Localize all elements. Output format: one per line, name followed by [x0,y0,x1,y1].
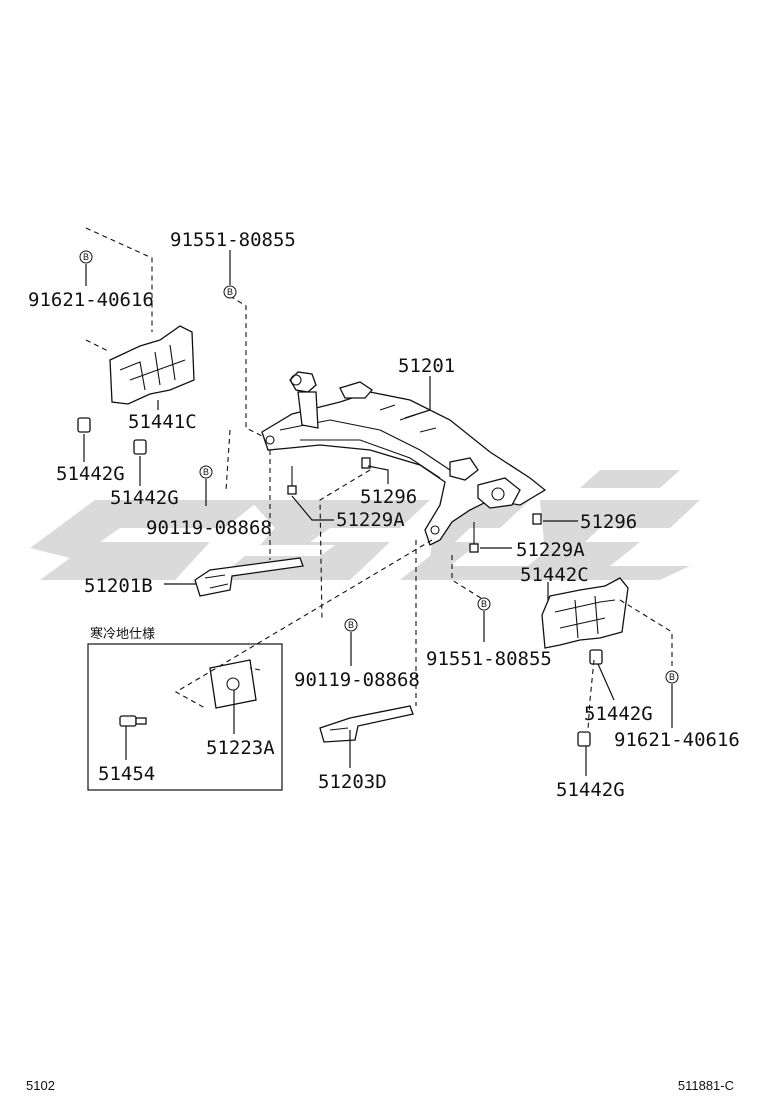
svg-text:B: B [669,672,675,682]
cold-climate-inset-title: 寒冷地仕様 [90,626,155,641]
label-51441C: 51441C [128,411,197,433]
bracket-51201B [194,557,304,597]
label-51223A: 51223A [206,737,275,759]
label-51201: 51201 [398,355,455,377]
label-90119-08868-bottom: 90119-08868 [294,669,420,691]
label-51203D: 51203D [318,771,387,793]
marker-b-1: B [79,250,93,264]
svg-text:B: B [481,599,487,609]
plate-51223A [209,659,257,709]
marker-b-5: B [477,597,491,611]
svg-text:B: B [348,620,354,630]
label-51229A-right: 51229A [516,539,585,561]
label-51442G-d: 51442G [556,779,625,801]
clip-51442G-c [589,649,603,665]
label-90119-08868-left: 90119-08868 [146,517,272,539]
label-51442G-c: 51442G [584,703,653,725]
label-51229A-left: 51229A [336,509,405,531]
page-code: 5102 [26,1078,55,1093]
bolt-51229A-left [287,466,297,495]
clip-51442G-a [77,417,91,433]
label-51442G-a: 51442G [56,463,125,485]
svg-text:B: B [227,287,233,297]
label-51442G-b: 51442G [110,487,179,509]
bracket-51203D [319,705,414,743]
marker-b-4: B [344,618,358,632]
svg-text:B: B [83,252,89,262]
cold-climate-inset-frame [87,643,283,791]
leader-lines [83,250,673,776]
clip-51442G-d [577,731,591,747]
label-91551-80855-bottom: 91551-80855 [426,648,552,670]
label-51296-right: 51296 [580,511,637,533]
dashed-guides [85,227,673,731]
marker-b-3: B [199,465,213,479]
engine-under-cover-51441C [109,325,195,405]
svg-text:B: B [203,467,209,477]
label-51454: 51454 [98,763,155,785]
bolt-51229A-right [469,522,479,553]
bolt-51296-left [361,457,371,469]
clip-51442G-b [133,439,147,455]
plug-51454 [119,715,147,727]
label-51442C: 51442C [520,564,589,586]
marker-b-2: B [223,285,237,299]
label-51201B: 51201B [84,575,153,597]
label-91621-40616-left: 91621-40616 [28,289,154,311]
crossmember-51201 [261,371,547,546]
label-91551-80855-top: 91551-80855 [170,229,296,251]
bolt-51296-right [532,513,542,525]
label-91621-40616-right: 91621-40616 [614,729,740,751]
figure-code: 511881-C [678,1078,734,1093]
engine-under-cover-51442C [541,577,629,649]
marker-b-6: B [665,670,679,684]
label-51296-left: 51296 [360,486,417,508]
